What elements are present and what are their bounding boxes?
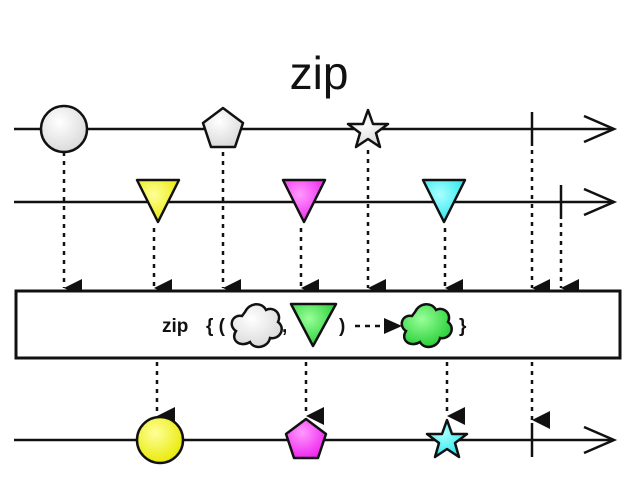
operator-keyword: zip — [162, 316, 188, 337]
operator-close-paren: ) — [339, 316, 345, 337]
input-arrows — [62, 150, 579, 297]
operator-open: { ( — [206, 316, 226, 337]
operator-comma: , — [282, 316, 287, 337]
yellow-triangle-marble — [135, 178, 181, 224]
white-pentagon-marble — [201, 106, 245, 149]
diagram-title: zip — [289, 47, 349, 99]
cyan-triangle-marble — [421, 178, 467, 224]
magenta-triangle-marble — [281, 178, 327, 224]
green-cloud-icon — [400, 303, 453, 349]
operator-close-brace: } — [459, 316, 467, 337]
yellow-circle-marble — [135, 415, 185, 465]
white-star-marble — [346, 108, 390, 149]
top-stream-timeline — [14, 112, 618, 146]
green-triangle-icon — [289, 302, 338, 348]
white-circle-marble — [39, 104, 89, 154]
transform-arrow-head — [384, 318, 402, 334]
magenta-pentagon-marble — [284, 417, 328, 460]
cyan-star-marble — [425, 418, 469, 459]
output-arrows — [155, 362, 550, 429]
white-cloud-icon — [230, 303, 283, 349]
